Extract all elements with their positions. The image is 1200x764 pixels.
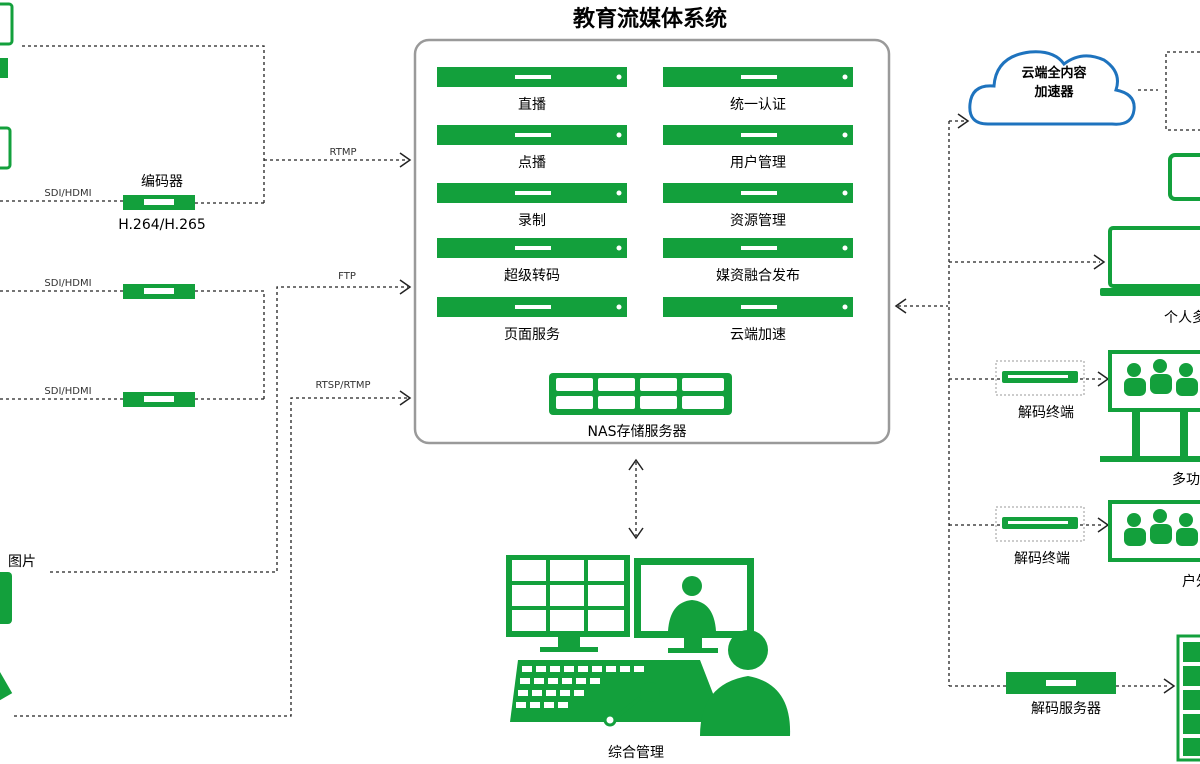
outdoor-display-icon: [1108, 500, 1200, 562]
protocol-label: RTSP/RTMP: [315, 380, 370, 391]
decoder-box: [995, 506, 1085, 542]
sdi-label: SDI/HDMI: [44, 188, 91, 199]
module-label: 直播: [518, 96, 546, 113]
cloud-label-line2: 加速器: [1033, 84, 1074, 100]
server-unit-icon: [663, 297, 853, 317]
sdi-label: SDI/HDMI: [44, 386, 91, 397]
server-unit-icon: [437, 183, 627, 203]
decode-server-label: 解码服务器: [1031, 701, 1101, 717]
output-connectors: [949, 120, 1170, 687]
decoder-label: 解码终端: [1014, 551, 1070, 567]
input-connectors: [0, 45, 408, 717]
encoder-unit-icon: [123, 284, 195, 299]
module-label: 页面服务: [504, 327, 560, 343]
module-label: 超级转码: [504, 268, 560, 284]
nas-server-icon: [549, 373, 732, 415]
bidirectional-arrow: [628, 458, 644, 540]
server-unit-icon: [663, 125, 853, 145]
module-label: 点播: [518, 155, 546, 171]
server-unit-icon: [663, 183, 853, 203]
module-label: 录制: [518, 213, 546, 229]
conference-display-icon: [1100, 350, 1200, 462]
partial-label: 多功: [1172, 471, 1200, 488]
encoder-unit-icon: [123, 195, 195, 210]
module-label: 媒资融合发布: [716, 268, 800, 284]
cloud-target-box: [1165, 51, 1200, 131]
module-label: 资源管理: [730, 213, 786, 229]
server-unit-icon: [437, 238, 627, 258]
module-label: 云端加速: [730, 327, 786, 343]
tablet-icon: [1168, 153, 1200, 201]
decoder-terminal-icon: [1002, 371, 1078, 383]
tablet-device-icon: [0, 572, 13, 701]
decoder-box: [995, 360, 1085, 396]
video-wall-icon: [1176, 634, 1200, 762]
encoder-title: 编码器: [141, 174, 183, 190]
cloud-icon: [968, 50, 1136, 126]
server-unit-icon: [437, 125, 627, 145]
server-unit-icon: [663, 238, 853, 258]
image-label: 图片: [8, 554, 36, 570]
laptop-icon: [1100, 226, 1200, 296]
bidirectional-arrow: [894, 298, 948, 314]
encoder-codec: H.264/H.265: [118, 217, 206, 233]
decoding-server-icon: [1006, 672, 1116, 694]
module-label: 用户管理: [730, 154, 786, 171]
partial-label: 户外: [1182, 573, 1200, 590]
cloud-label-line1: 云端全内容: [1021, 65, 1086, 81]
nas-label: NAS存储服务器: [588, 424, 687, 440]
partial-label: 个人多: [1164, 309, 1200, 326]
sdi-label: SDI/HDMI: [44, 278, 91, 289]
decoder-label: 解码终端: [1018, 405, 1074, 421]
server-unit-icon: [437, 67, 627, 87]
protocol-label: FTP: [338, 271, 356, 282]
protocol-label: RTMP: [330, 147, 357, 158]
module-label: 统一认证: [730, 97, 786, 113]
encoder-unit-icon: [123, 392, 195, 407]
camera-device-icon: [0, 2, 14, 170]
server-unit-icon: [437, 297, 627, 317]
diagram-title: 教育流媒体系统: [573, 6, 727, 32]
management-label: 综合管理: [608, 745, 664, 761]
decoder-terminal-icon: [1002, 517, 1078, 529]
server-unit-icon: [663, 67, 853, 87]
management-console-icon: [506, 555, 791, 736]
